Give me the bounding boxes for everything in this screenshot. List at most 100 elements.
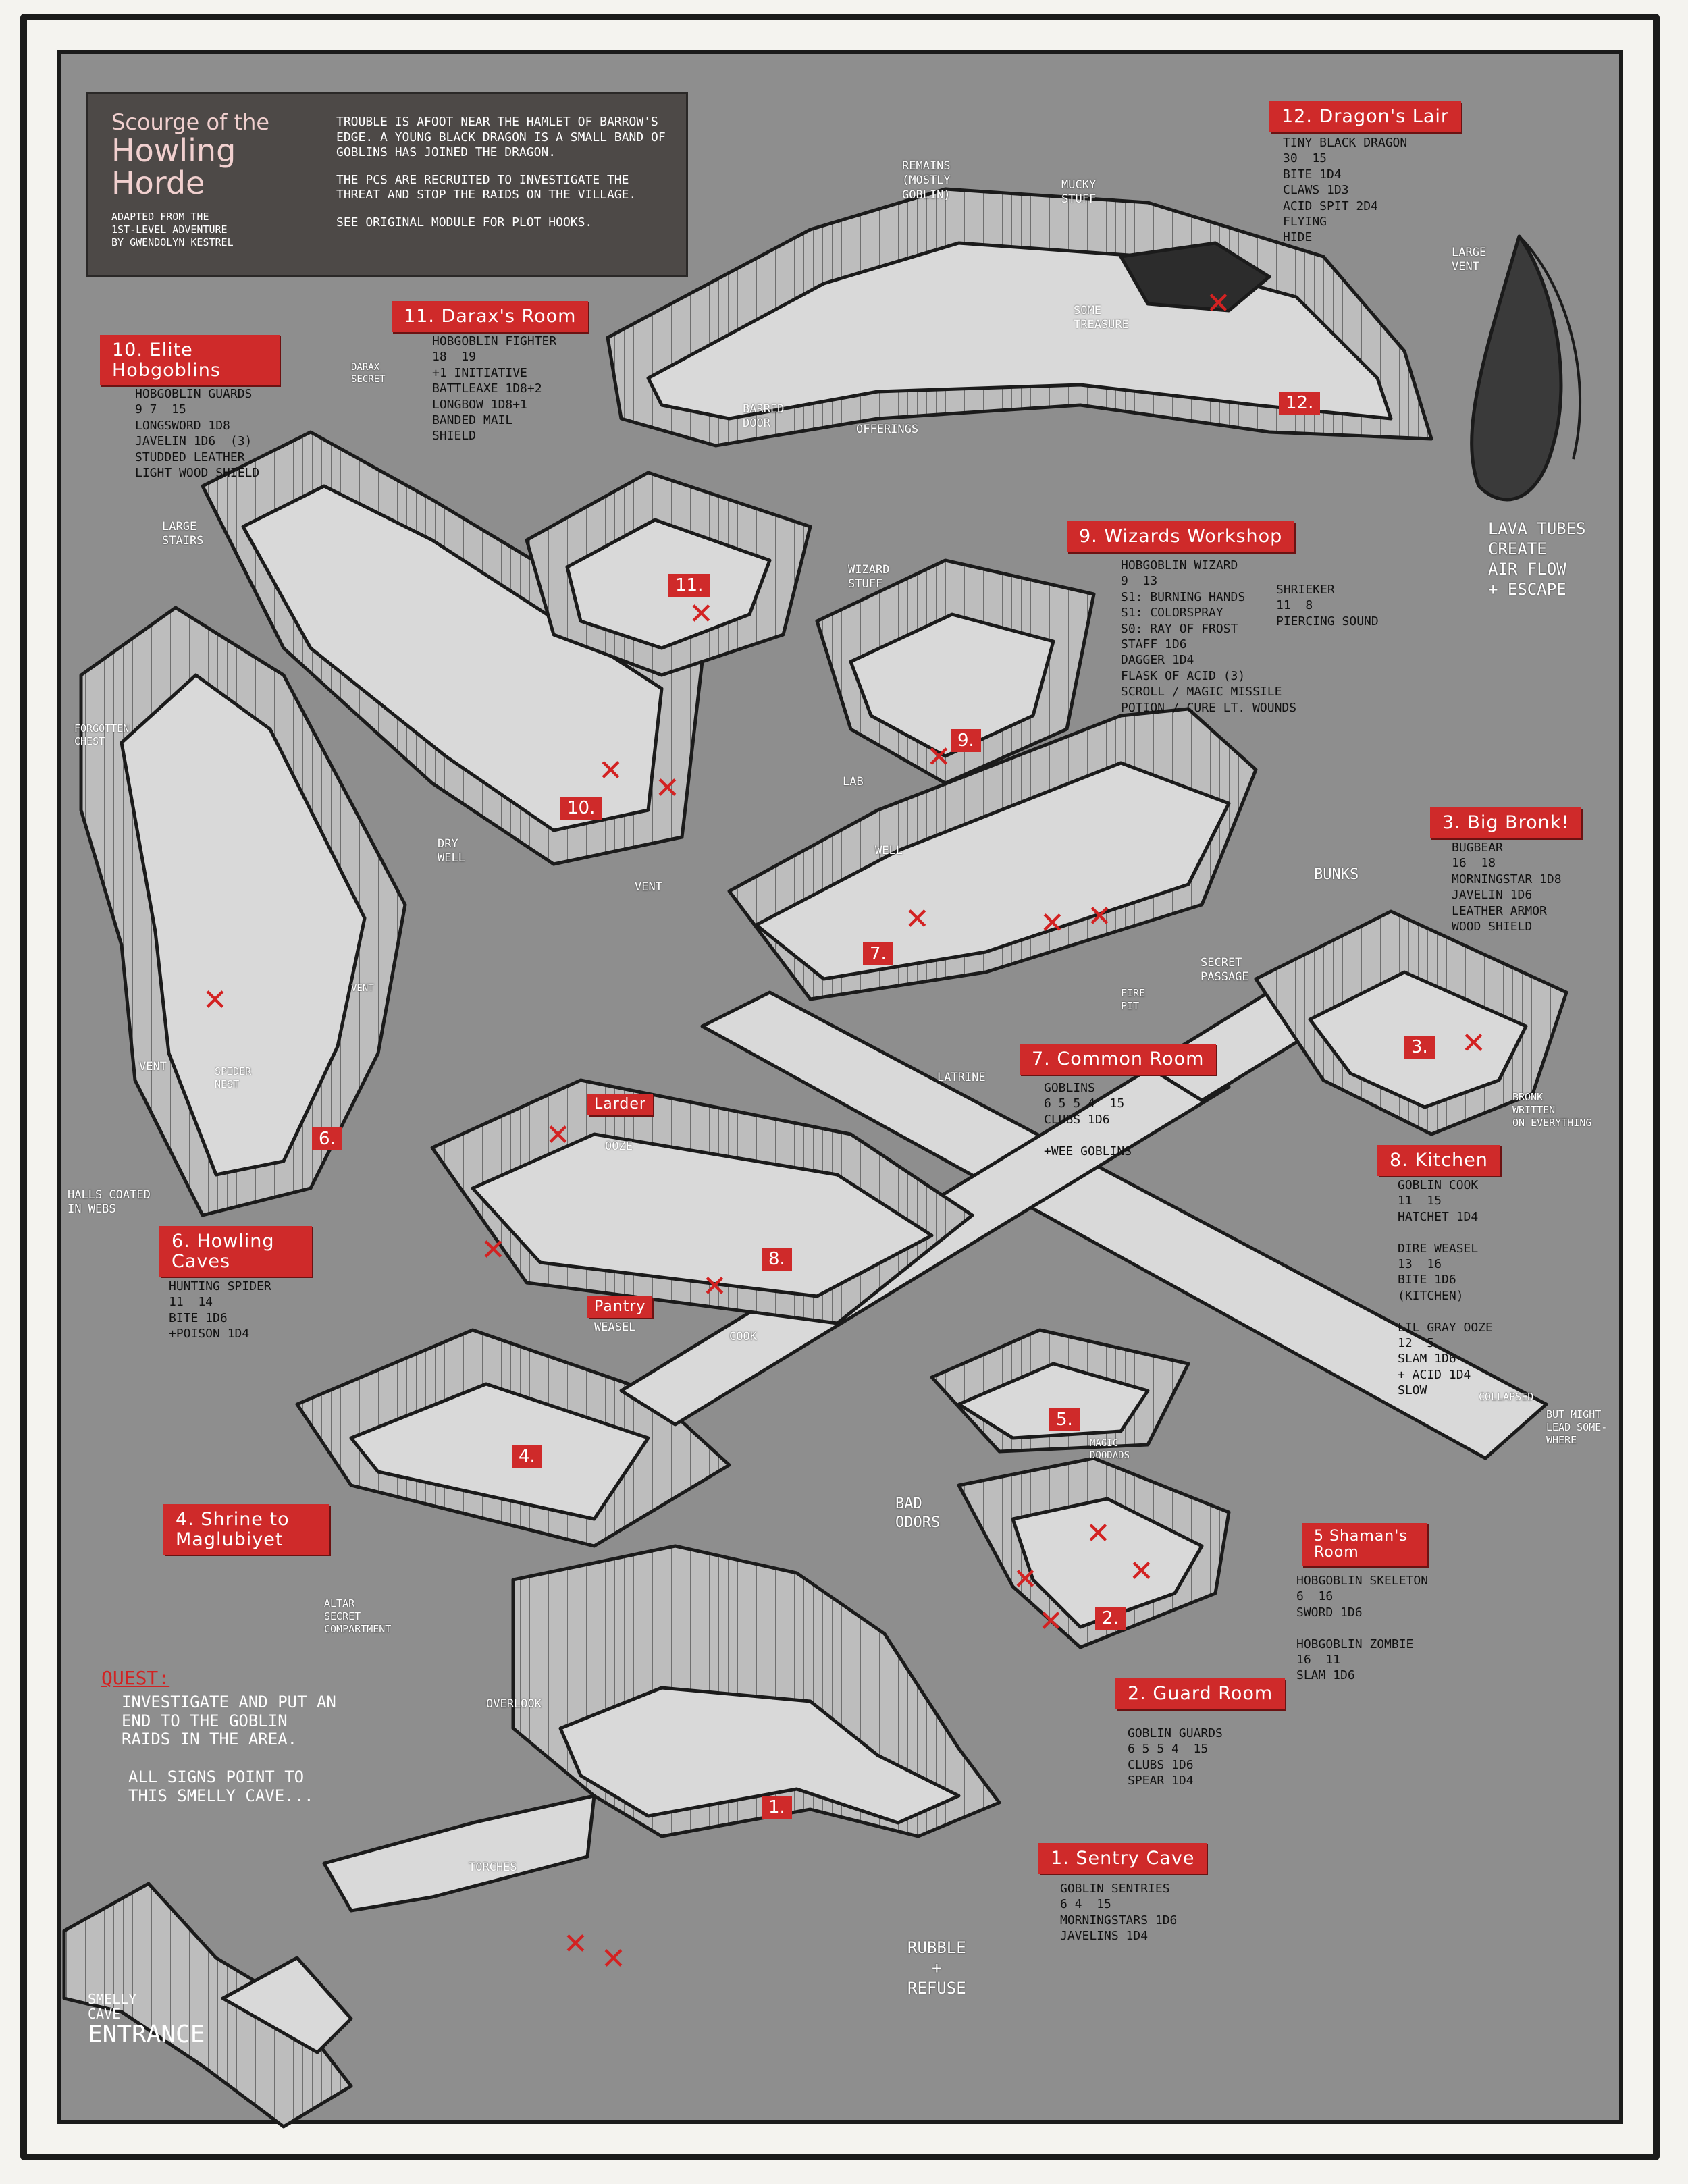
note-overlook: Overlook bbox=[486, 1697, 542, 1711]
quest-subtext: All signs point to this smelly cave... bbox=[128, 1767, 314, 1805]
room-9-marker: 9. bbox=[951, 729, 981, 752]
title-credit: Adapted from the 1st-level adventure by … bbox=[111, 211, 234, 248]
larder-label: Larder bbox=[587, 1094, 653, 1116]
x-mark: ✕ bbox=[563, 1927, 588, 1961]
room-2-marker: 2. bbox=[1095, 1607, 1126, 1630]
room-8-floor bbox=[471, 1132, 934, 1298]
room-8-marker: 8. bbox=[762, 1248, 792, 1271]
note-offerings: Offerings bbox=[856, 423, 919, 436]
room-7-floor bbox=[754, 761, 1231, 981]
room-12-label: 12. Dragon's Lair bbox=[1269, 101, 1461, 132]
room-8-label: 8. Kitchen bbox=[1377, 1145, 1500, 1176]
room-10-label: 10. Elite Hobgoblins bbox=[100, 335, 280, 386]
note-collapsed: Collapsed bbox=[1479, 1391, 1534, 1403]
x-mark: ✕ bbox=[1086, 1516, 1111, 1551]
note-altar-secret: Altar secret compartment bbox=[324, 1597, 392, 1635]
note-large-vent: Large vent bbox=[1452, 246, 1487, 274]
note-vent: Vent bbox=[139, 1060, 167, 1073]
room-5-floor bbox=[957, 1362, 1150, 1440]
note-ooze: Ooze bbox=[605, 1140, 633, 1153]
x-mark: ✕ bbox=[481, 1233, 506, 1267]
map-title: Scourge of the Howling Horde bbox=[111, 111, 327, 199]
entrance-small: Smelly cave bbox=[88, 1991, 137, 2022]
note-might-lead: But might lead some- where bbox=[1546, 1408, 1608, 1446]
room-9-floor bbox=[849, 612, 1055, 758]
room-12-stats: Tiny black dragon 30 15 Bite 1d4 Claws 1… bbox=[1283, 136, 1408, 245]
note-forgotten-chest: Forgotten chest bbox=[74, 722, 130, 747]
room-5-marker: 5. bbox=[1049, 1408, 1080, 1431]
entrance-big: Entrance bbox=[88, 2021, 205, 2048]
x-mark: ✕ bbox=[926, 740, 951, 774]
intro-paragraph: See original module for plot hooks. bbox=[336, 215, 593, 230]
x-mark: ✕ bbox=[655, 771, 680, 805]
room-6-stats: Hunting spider 11 14 Bite 1d6 +Poison 1d… bbox=[169, 1279, 271, 1341]
note-magic-doodads: Magic doodads bbox=[1090, 1438, 1130, 1461]
note-bronk-written: Bronk written on everything bbox=[1512, 1091, 1592, 1129]
room-4-label: 4. Shrine to Maglubiyet bbox=[163, 1504, 329, 1555]
note-treasure: Some treasure bbox=[1074, 304, 1129, 332]
entrance-cliff bbox=[62, 1882, 353, 2129]
room-5-label: 5 Shaman's Room bbox=[1302, 1523, 1427, 1567]
quest-text: Investigate and put an end to the goblin… bbox=[122, 1693, 336, 1749]
room-11-label: 11. Darax's Room bbox=[392, 301, 589, 332]
entrance-floor bbox=[221, 1956, 353, 2054]
x-mark: ✕ bbox=[1013, 1562, 1038, 1597]
pantry-label: Pantry bbox=[587, 1296, 653, 1319]
x-mark: ✕ bbox=[1129, 1554, 1154, 1589]
room-2-stats: Goblin guards 6 5 5 4 15 Clubs 1d6 Spear… bbox=[1128, 1726, 1223, 1788]
room-3-stats: Bugbear 16 18 Morningstar 1d8 Javelin 1d… bbox=[1452, 841, 1562, 934]
room-10-stats: Hobgoblin guards 9 7 15 Longsword 1d8 Ja… bbox=[135, 387, 260, 480]
intro-paragraph: The PCs are recruited to investigate the… bbox=[336, 172, 637, 203]
room-10-marker: 10. bbox=[560, 797, 602, 820]
note-weasel: Weasel bbox=[594, 1321, 636, 1334]
x-mark: ✕ bbox=[702, 1269, 727, 1304]
note-latrine: Latrine bbox=[937, 1071, 986, 1084]
note-lava-tubes: Lava tubes create air flow + escape bbox=[1488, 519, 1586, 599]
note-large-stairs: Large stairs bbox=[162, 520, 204, 548]
note-wizard-stuff: Wizard stuff bbox=[848, 563, 890, 591]
x-mark: ✕ bbox=[689, 597, 714, 631]
note-secret-passage: Secret passage bbox=[1201, 956, 1249, 984]
shrieker-stats: Shrieker 11 8 Piercing sound bbox=[1276, 583, 1379, 629]
intro-paragraph: Trouble is afoot near the hamlet of Barr… bbox=[336, 115, 666, 159]
entry-tunnel bbox=[322, 1794, 596, 1913]
note-bad-odors: Bad odors bbox=[895, 1495, 941, 1531]
x-mark: ✕ bbox=[905, 902, 930, 936]
room-9-stats: Hobgoblin wizard 9 13 S1: Burning hands … bbox=[1121, 558, 1297, 715]
entrance-label: Smelly cave Entrance bbox=[88, 1992, 205, 2048]
room-7-label: 7. Common Room bbox=[1020, 1044, 1217, 1075]
x-mark: ✕ bbox=[1087, 899, 1112, 934]
room-9-label: 9. Wizards Workshop bbox=[1067, 521, 1295, 552]
lava-tube bbox=[1470, 234, 1563, 502]
room-2-label: 2. Guard Room bbox=[1115, 1678, 1286, 1709]
note-vent: Vent bbox=[351, 983, 374, 994]
room-10-floor bbox=[241, 484, 664, 832]
note-darax-secret: Darax secret bbox=[351, 362, 386, 385]
room-1-floor bbox=[558, 1686, 961, 1825]
x-mark: ✕ bbox=[601, 1942, 626, 1976]
room-1-label: 1. Sentry Cave bbox=[1038, 1843, 1207, 1874]
quest-heading: Quest: bbox=[101, 1667, 170, 1689]
quest-block: Quest: Investigate and put an end to the… bbox=[101, 1667, 351, 1805]
corridor-long-diagonal bbox=[700, 990, 1548, 1460]
note-remains: Remains (mostly goblin) bbox=[902, 159, 951, 202]
note-torches: Torches bbox=[469, 1861, 517, 1874]
room-11-marker: 11. bbox=[668, 574, 710, 597]
room-6-floor bbox=[120, 673, 367, 1177]
note-mucky: Mucky stuff bbox=[1061, 178, 1097, 207]
note-halls-webs: Halls coated in webs bbox=[68, 1188, 151, 1217]
note-vent: Vent bbox=[635, 880, 662, 894]
room-4-floor bbox=[349, 1382, 650, 1521]
room-5-stats: Hobgoblin skeleton 6 16 Sword 1d6 Hobgob… bbox=[1296, 1574, 1429, 1683]
x-mark: ✕ bbox=[203, 983, 228, 1017]
note-lab: Lab bbox=[843, 775, 864, 789]
note-well: Well bbox=[875, 844, 903, 857]
x-mark: ✕ bbox=[546, 1118, 571, 1152]
x-mark: ✕ bbox=[1038, 1604, 1063, 1639]
room-4-marker: 4. bbox=[512, 1445, 542, 1468]
title-line-2: Howling Horde bbox=[111, 132, 236, 201]
note-spider-nest: Spider nest bbox=[215, 1065, 252, 1090]
room-1-stats: Goblin sentries 6 4 15 Morningstars 1d6 … bbox=[1060, 1882, 1178, 1944]
room-7-marker: 7. bbox=[863, 942, 893, 965]
